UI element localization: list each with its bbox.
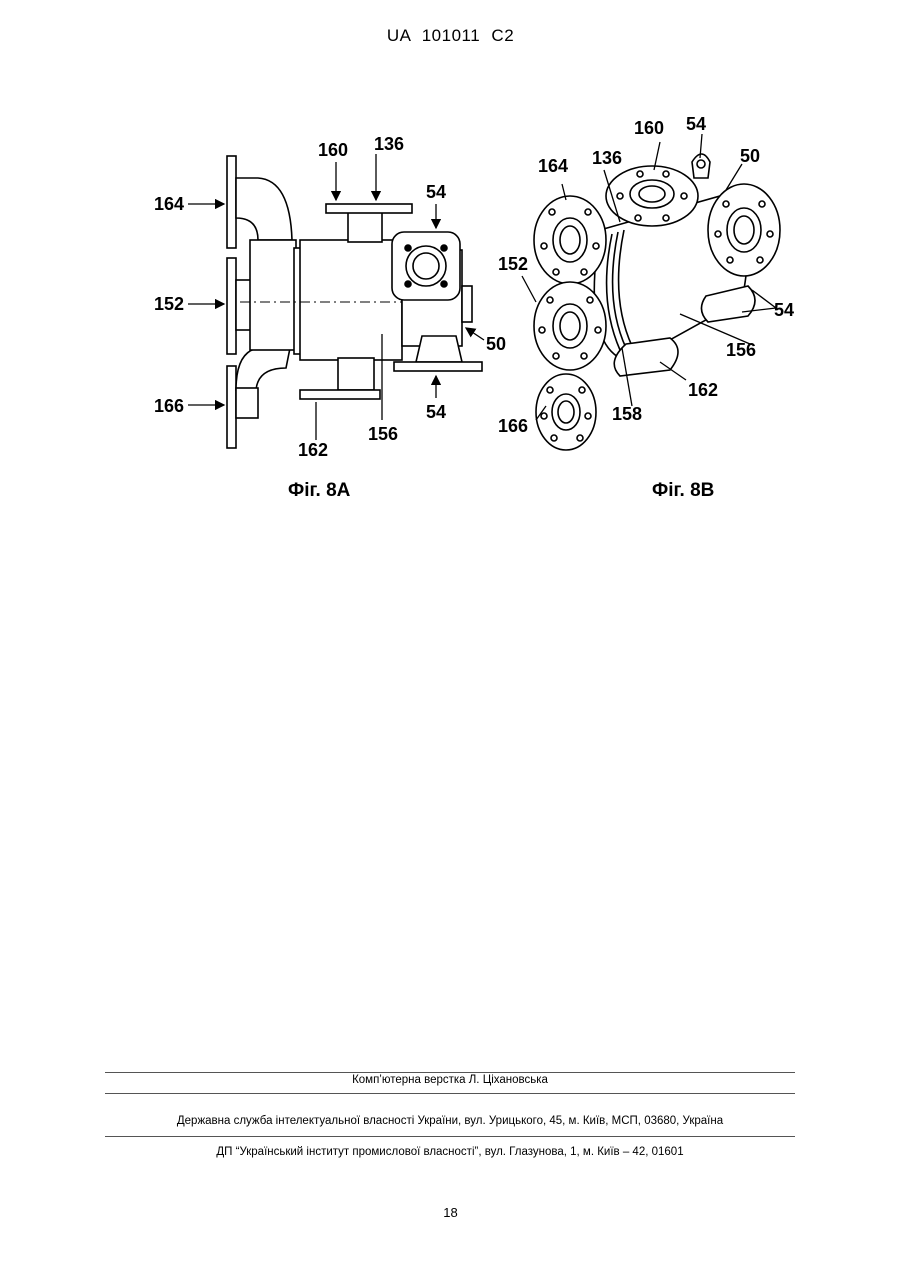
- header-152: [250, 240, 296, 350]
- label-54-top: 54: [686, 114, 706, 134]
- label-164: 164: [538, 156, 568, 176]
- flange-160: [326, 204, 412, 213]
- footer-divider: [105, 1136, 795, 1137]
- label-158: 158: [612, 404, 642, 424]
- footer-divider: [105, 1072, 795, 1073]
- label-160: 160: [318, 140, 348, 160]
- label-152: 152: [498, 254, 528, 274]
- footer-typesetter: Комп’ютерна верстка Л. Ціхановська: [105, 1074, 795, 1086]
- page-number: 18: [0, 1205, 901, 1220]
- figure-8a-caption: Фіг. 8А: [288, 480, 350, 502]
- label-136: 136: [592, 148, 622, 168]
- figure-8b-drawing: 164 136 160 54 50 152 54 156 162 158 166: [480, 100, 810, 480]
- patent-header: UA 101011 C2: [0, 26, 901, 46]
- footer-office-address: Державна служба інтелектуальної власност…: [105, 1115, 795, 1127]
- flange-162: [300, 390, 380, 399]
- port-54-bottom: [416, 336, 462, 362]
- label-166: 166: [498, 416, 528, 436]
- nozzle-162: [338, 358, 374, 390]
- label-162: 162: [688, 380, 718, 400]
- label-164: 164: [154, 194, 184, 214]
- label-156: 156: [726, 340, 756, 360]
- label-54-right: 54: [774, 300, 794, 320]
- footer-divider: [105, 1093, 795, 1094]
- elbow-164: [236, 178, 292, 240]
- label-152: 152: [154, 294, 184, 314]
- flange-152: [227, 258, 236, 354]
- flange-164: [227, 156, 236, 248]
- label-50: 50: [740, 146, 760, 166]
- label-136: 136: [374, 134, 404, 154]
- nozzle-160: [348, 210, 382, 242]
- label-166: 166: [154, 396, 184, 416]
- label-156: 156: [368, 424, 398, 444]
- label-54-top: 54: [426, 182, 446, 202]
- body-156: [300, 240, 402, 360]
- label-54-bottom: 54: [426, 402, 446, 422]
- label-162: 162: [298, 440, 328, 460]
- footer-institute-address: ДП “Український інститут промислової вла…: [105, 1146, 795, 1158]
- label-160: 160: [634, 118, 664, 138]
- figure-8b-caption: Фіг. 8В: [652, 480, 714, 502]
- figure-8a-drawing: 164 152 166 160 136 54 50 54 162 156: [140, 100, 520, 480]
- flange-166: [227, 366, 236, 448]
